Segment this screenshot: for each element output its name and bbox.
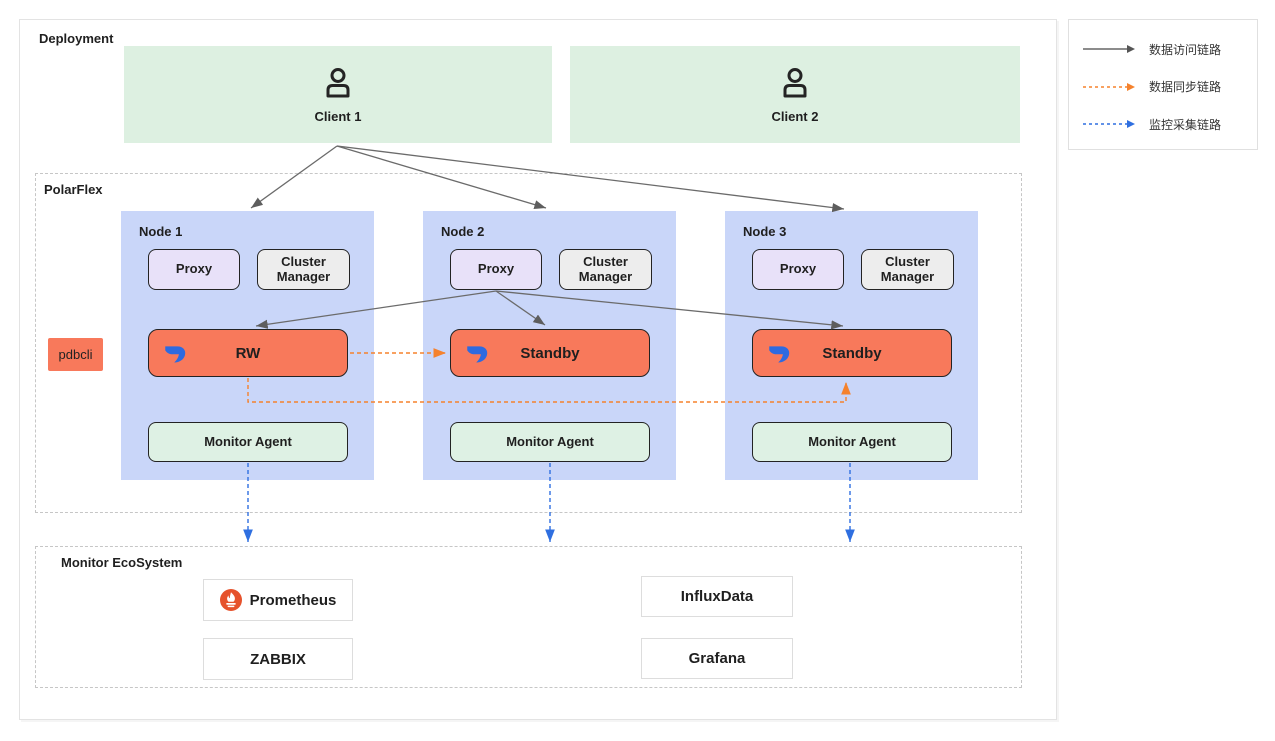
- client-1-box: Client 1: [124, 46, 552, 143]
- legend: 数据访问链路 数据同步链路 监控采集链路: [1068, 19, 1258, 150]
- monitor-agent-box: Monitor Agent: [450, 422, 650, 462]
- monitor-ecosystem-container: Monitor EcoSystem: [35, 546, 1022, 688]
- client-label: Client 1: [314, 109, 362, 124]
- node-label: Node 2: [441, 224, 485, 239]
- prometheus-box: Prometheus: [203, 579, 353, 621]
- cluster-manager-label: Cluster Manager: [276, 253, 331, 284]
- monitor-ecosystem-label: Monitor EcoSystem: [61, 555, 183, 570]
- proxy-box: Proxy: [148, 249, 240, 290]
- tool-label: ZABBIX: [250, 650, 306, 668]
- legend-row-data-sync: 数据同步链路: [1083, 72, 1245, 102]
- deployment-label: Deployment: [39, 31, 114, 46]
- db-role-label: RW: [235, 344, 261, 362]
- polardb-icon: [769, 346, 790, 363]
- polarflex-label: PolarFlex: [44, 182, 103, 197]
- influxdata-box: InfluxData: [641, 576, 793, 617]
- polardb-icon: [467, 346, 488, 363]
- legend-label: 数据同步链路: [1149, 80, 1222, 94]
- prometheus-icon: [219, 589, 242, 611]
- tool-label: InfluxData: [680, 588, 754, 605]
- grafana-box: Grafana: [641, 638, 793, 679]
- pdbcli-label: pdbcli: [58, 347, 93, 362]
- node-1: Node 1 Proxy Cluster Manager RW Monitor …: [121, 211, 374, 480]
- client-label: Client 2: [771, 109, 819, 124]
- db-rw-box: RW: [148, 329, 348, 377]
- dashed-orange-arrow-icon: [1083, 82, 1135, 91]
- proxy-label: Proxy: [175, 261, 213, 277]
- node-3: Node 3 Proxy Cluster Manager Standby Mon…: [725, 211, 978, 480]
- client-2-box: Client 2: [570, 46, 1020, 143]
- proxy-label: Proxy: [477, 261, 515, 277]
- person-icon: [783, 68, 807, 98]
- dashed-blue-arrow-icon: [1083, 120, 1135, 128]
- polardb-icon: [165, 346, 186, 363]
- node-label: Node 1: [139, 224, 183, 239]
- person-icon: [326, 68, 350, 98]
- cluster-manager-box: Cluster Manager: [559, 249, 652, 290]
- proxy-box: Proxy: [450, 249, 542, 290]
- monitor-agent-label: Monitor Agent: [204, 433, 292, 449]
- monitor-agent-box: Monitor Agent: [752, 422, 952, 462]
- node-label: Node 3: [743, 224, 787, 239]
- legend-row-data-access: 数据访问链路: [1083, 34, 1245, 64]
- db-role-label: Standby: [520, 344, 580, 362]
- db-standby-box: Standby: [752, 329, 952, 377]
- legend-row-monitor-collect: 监控采集链路: [1083, 109, 1245, 139]
- cluster-manager-label: Cluster Manager: [880, 253, 935, 284]
- proxy-label: Proxy: [779, 261, 817, 277]
- proxy-box: Proxy: [752, 249, 844, 290]
- legend-label: 数据访问链路: [1149, 42, 1222, 57]
- tool-label: Grafana: [688, 650, 746, 667]
- monitor-agent-box: Monitor Agent: [148, 422, 348, 462]
- monitor-agent-label: Monitor Agent: [808, 433, 896, 449]
- cluster-manager-box: Cluster Manager: [861, 249, 954, 290]
- pdbcli-box: pdbcli: [48, 338, 103, 371]
- legend-label: 监控采集链路: [1149, 117, 1222, 132]
- solid-gray-arrow-icon: [1083, 45, 1135, 53]
- cluster-manager-label: Cluster Manager: [578, 253, 633, 284]
- cluster-manager-box: Cluster Manager: [257, 249, 350, 290]
- db-role-label: Standby: [822, 344, 882, 362]
- zabbix-box: ZABBIX: [203, 638, 353, 680]
- node-2: Node 2 Proxy Cluster Manager Standby Mon…: [423, 211, 676, 480]
- db-standby-box: Standby: [450, 329, 650, 377]
- tool-label: Prometheus: [249, 591, 337, 609]
- monitor-agent-label: Monitor Agent: [506, 433, 594, 449]
